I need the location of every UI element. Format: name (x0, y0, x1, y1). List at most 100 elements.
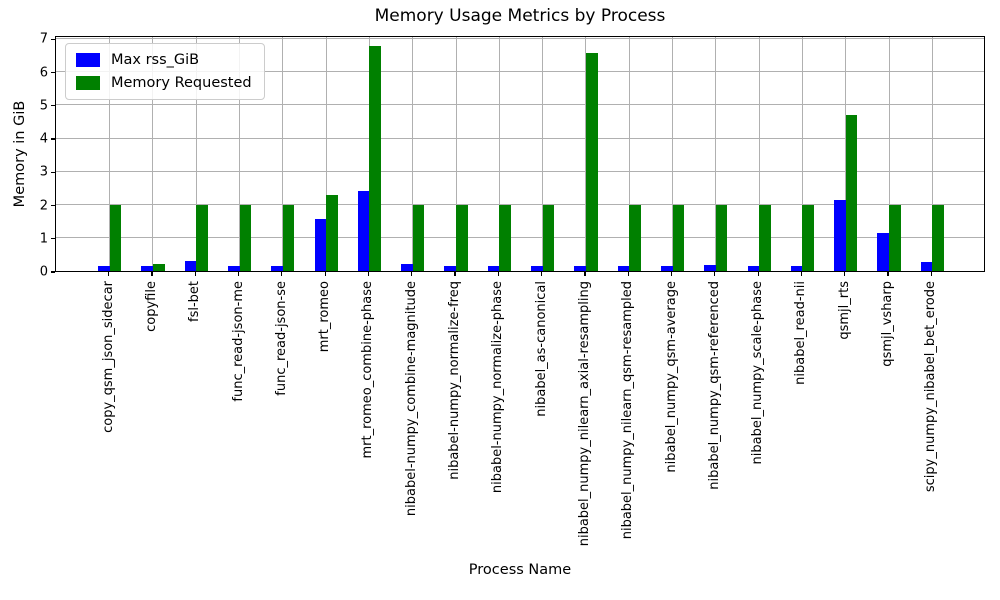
bar-memory-requested (499, 204, 511, 271)
bar-max-rss (747, 266, 760, 271)
bar-max-rss (141, 266, 153, 271)
v-gridline (931, 37, 933, 271)
x-tick-mark (887, 272, 889, 276)
legend-item-memory-requested: Memory Requested (76, 75, 252, 91)
legend: Max rss_GiB Memory Requested (65, 43, 265, 100)
x-tick-mark (844, 272, 846, 276)
x-tick-mark (367, 272, 370, 276)
v-gridline (628, 37, 630, 271)
y-tick-mark (51, 105, 55, 107)
bar-max-rss (357, 191, 370, 271)
v-gridline (801, 37, 803, 271)
x-tick-mark (151, 272, 153, 276)
bar-memory-requested (282, 204, 295, 271)
bar-max-rss (444, 266, 457, 271)
y-tick-label: 3 (39, 164, 48, 180)
x-tick-label: func_read-json-se (273, 281, 289, 396)
x-tick-label: nibabel-numpy_normalize-phase (490, 281, 506, 494)
y-tick-label: 2 (39, 198, 48, 214)
bar-memory-requested (802, 204, 815, 271)
x-tick-mark (454, 272, 456, 276)
v-gridline (325, 37, 327, 271)
v-gridline (715, 37, 717, 271)
bar-max-rss (617, 266, 630, 271)
bar-memory-requested (456, 204, 468, 271)
v-gridline (498, 37, 500, 271)
v-gridline (239, 37, 241, 271)
y-tick-mark (51, 71, 55, 74)
v-gridline (758, 37, 760, 271)
bar-max-rss (660, 266, 673, 271)
y-tick-mark (51, 138, 55, 140)
v-gridline (109, 37, 111, 271)
x-tick-mark (497, 272, 499, 276)
h-gridline (56, 170, 984, 172)
x-tick-label: func_read-json-me (230, 281, 246, 402)
bar-max-rss (834, 199, 846, 271)
x-tick-label: nibabel_numpy_qsm-average (663, 281, 679, 473)
bar-max-rss (401, 264, 413, 271)
x-tick-mark (281, 272, 283, 276)
x-tick-mark (108, 272, 110, 276)
y-tick-mark (51, 204, 55, 207)
bar-max-rss (271, 266, 283, 271)
x-tick-mark (714, 272, 716, 276)
y-tick-label: 1 (39, 231, 48, 247)
v-gridline (672, 37, 674, 271)
bar-max-rss (574, 266, 586, 271)
x-tick-mark (541, 272, 543, 276)
bar-memory-requested (369, 46, 382, 271)
bar-max-rss (920, 262, 933, 271)
x-tick-label: qsmjl_vsharp (880, 281, 896, 367)
bar-memory-requested (326, 195, 338, 271)
x-tick-label: copy_qsm_json_sidecar (100, 281, 116, 433)
x-tick-mark (237, 272, 240, 276)
y-tick-mark (51, 38, 55, 40)
v-gridline (455, 37, 457, 271)
bar-max-rss (98, 266, 110, 271)
x-tick-label: nibabel_numpy_scale-phase (750, 281, 766, 465)
bar-memory-requested (412, 204, 425, 271)
v-gridline (195, 37, 197, 271)
v-gridline (888, 37, 890, 271)
y-tick-mark (51, 238, 55, 240)
x-tick-mark (324, 272, 326, 276)
x-tick-label: fsl-bet (187, 281, 203, 322)
x-tick-mark (584, 272, 586, 276)
bar-max-rss (790, 266, 803, 271)
legend-swatch-memory-requested-icon (76, 76, 100, 90)
h-gridline (56, 204, 984, 206)
bar-memory-requested (109, 204, 122, 271)
y-tick-label: 0 (39, 264, 48, 280)
plot-area: Max rss_GiB Memory Requested (55, 36, 985, 272)
x-tick-label: mrt_romeo (317, 281, 333, 353)
bar-max-rss (531, 266, 543, 271)
bar-max-rss (314, 219, 327, 271)
bar-max-rss (877, 233, 890, 271)
h-gridline (56, 37, 984, 39)
x-tick-label: scipy_numpy_nibabel_bet_erode (923, 281, 939, 493)
v-gridline (152, 37, 154, 271)
legend-item-max-rss: Max rss_GiB (76, 52, 252, 68)
y-tick-label: 6 (39, 65, 48, 81)
x-tick-label: nibabel_numpy_qsm-referenced (706, 281, 722, 490)
h-gridline (56, 237, 984, 239)
h-gridline (56, 137, 984, 139)
bar-memory-requested (585, 53, 598, 271)
bar-memory-requested (629, 204, 641, 271)
x-tick-mark (930, 272, 932, 276)
bar-memory-requested (889, 204, 901, 271)
x-tick-mark (800, 272, 803, 276)
legend-label-memory-requested: Memory Requested (111, 75, 252, 91)
y-axis-label: Memory in GiB (12, 100, 28, 208)
v-gridline (542, 37, 544, 271)
x-tick-label: nibabel_numpy_nilearn_qsm-resampled (620, 281, 636, 540)
bar-max-rss (184, 261, 197, 271)
bar-memory-requested (196, 204, 208, 271)
x-tick-label: nibabel_numpy_nilearn_axial-resampling (576, 281, 592, 547)
x-tick-label: qsmjl_rts (836, 281, 852, 340)
bar-memory-requested (759, 204, 771, 271)
y-tick-label: 7 (39, 31, 48, 47)
h-gridline (56, 71, 984, 73)
